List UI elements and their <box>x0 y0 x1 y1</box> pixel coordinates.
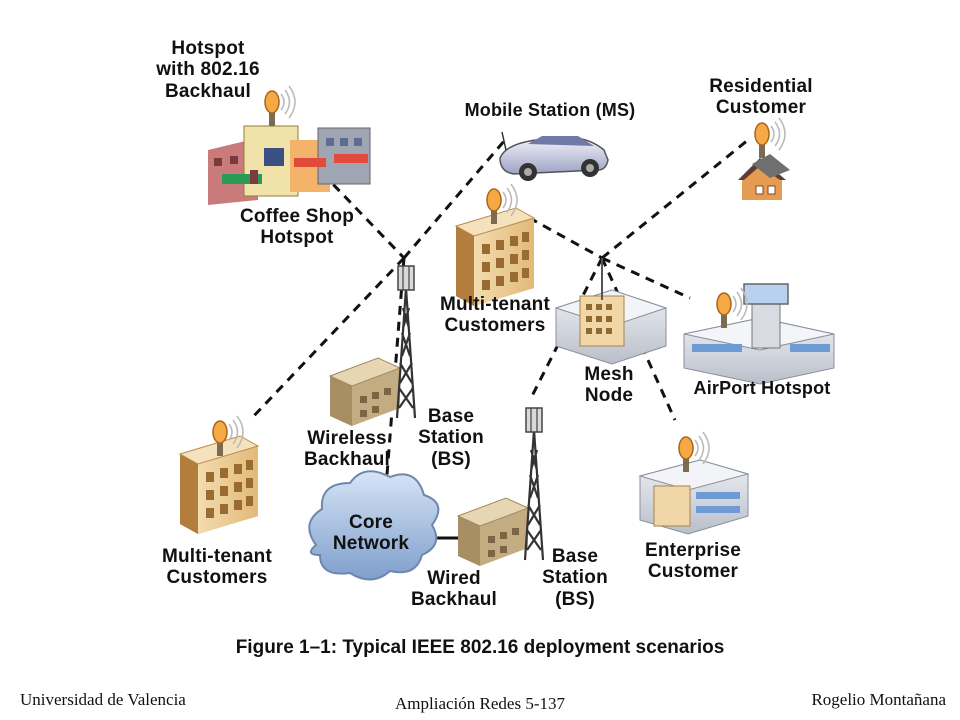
label-wireless-backhaul: Wireless Backhaul <box>303 428 391 471</box>
warehouse-wireless-backhaul <box>329 357 401 427</box>
label-core-network: Core Network <box>332 512 410 555</box>
residential-house <box>738 154 790 200</box>
warehouse-wired-backhaul <box>457 497 529 567</box>
label-mobile-station: Mobile Station (MS) <box>464 100 636 120</box>
footer-center: Ampliación Redes 5-137 <box>395 694 565 713</box>
label-base-station-left: Base Station (BS) <box>418 406 484 470</box>
airport-building <box>683 283 835 385</box>
label-multi-tenant-bottom: Multi-tenant Customers <box>161 546 273 589</box>
label-base-station-right: Base Station (BS) <box>542 546 608 610</box>
car <box>499 131 609 181</box>
label-hotspot-backhaul: Hotspot with 802.16 Backhaul <box>156 38 260 102</box>
label-airport-hotspot: AirPort Hotspot <box>693 378 831 398</box>
label-coffee-shop: Coffee Shop Hotspot <box>239 206 355 249</box>
footer-left: Universidad de Valencia <box>20 690 186 709</box>
label-mesh-node: Mesh Node <box>584 364 634 407</box>
core-network-cloud <box>308 470 440 581</box>
label-residential-customer: Residential Customer <box>709 76 813 119</box>
figure-caption: Figure 1–1: Typical IEEE 802.16 deployme… <box>235 637 725 658</box>
label-multi-tenant-top: Multi-tenant Customers <box>439 294 551 337</box>
label-enterprise-customer: Enterprise Customer <box>645 540 741 583</box>
label-wired-backhaul: Wired Backhaul <box>410 568 498 611</box>
footer-right: Rogelio Montañana <box>811 690 946 709</box>
mesh-node-building <box>554 258 668 365</box>
coffee-shop-building <box>208 125 371 205</box>
enterprise-building <box>638 459 750 535</box>
